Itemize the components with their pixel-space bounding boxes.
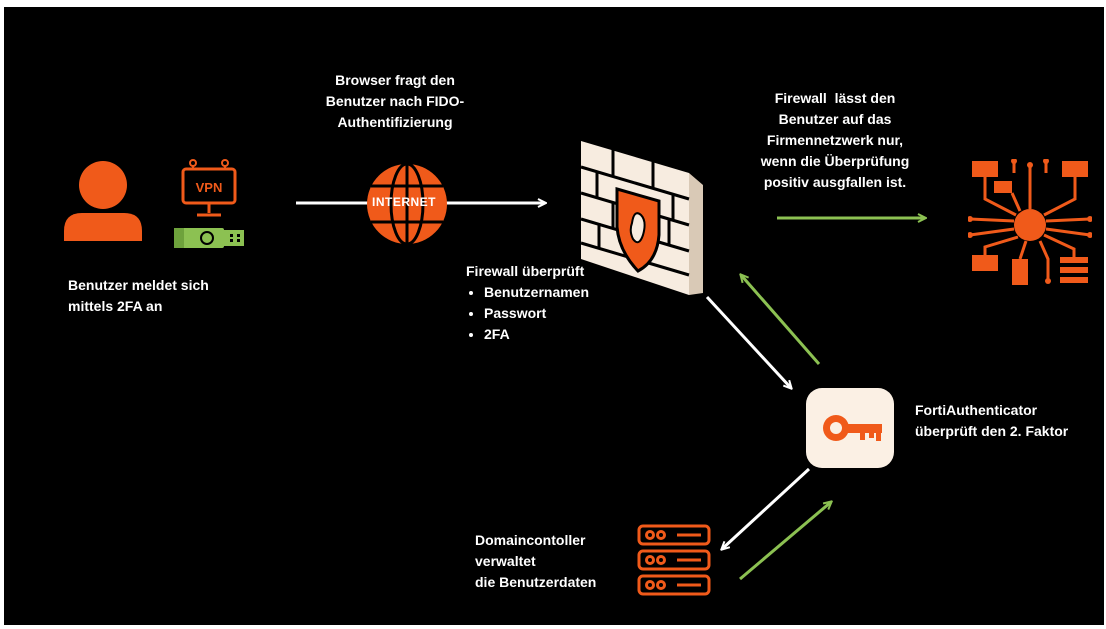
user-node	[60, 157, 146, 241]
user-caption-line-1: Benutzer meldet sich	[68, 277, 209, 293]
firewall-caption-title: Firewall überprüft	[466, 263, 585, 279]
network-caption-line-5: positiv ausgfallen ist.	[763, 174, 907, 190]
dc-caption-line-3: die Benutzerdaten	[475, 574, 597, 590]
person-icon	[64, 161, 142, 241]
server-stack-icon	[637, 524, 711, 596]
internet-caption-line-1: Browser fragt den	[335, 72, 455, 88]
vpn-node: VPN	[179, 159, 239, 221]
company-network-icon	[968, 159, 1092, 285]
authenticator-node	[806, 388, 894, 468]
user-caption: Benutzer meldet sich mittels 2FA an	[68, 275, 209, 317]
network-caption-line-1: Firewall lässt den	[774, 90, 896, 106]
network-caption-line-4: wenn die Überprüfung	[760, 153, 910, 169]
globe-icon	[367, 162, 447, 246]
arrow-authenticator-to-firewall	[741, 275, 821, 365]
internet-label: INTERNET	[372, 195, 436, 209]
internet-caption-line-3: Authentifizierung	[337, 114, 453, 130]
usb-node	[174, 225, 246, 251]
usb-key-icon	[174, 228, 244, 248]
network-caption-line-3: Firmennetzwerk nur,	[766, 132, 904, 148]
domain-controller-node	[637, 524, 711, 596]
dc-caption-line-1: Domaincontoller	[475, 532, 586, 548]
user-caption-line-2: mittels 2FA an	[68, 298, 163, 314]
diagram-canvas: VPN Benutzer meldet sich mittels 2FA an …	[4, 7, 1104, 625]
network-caption-line-2: Benutzer auf das	[778, 111, 892, 127]
vpn-monitor-icon: VPN	[181, 159, 237, 217]
arrow-authenticator-to-dc	[722, 467, 811, 549]
authenticator-caption-line-1: FortiAuthenticator	[915, 402, 1038, 418]
key-icon	[806, 388, 894, 468]
firewall-shield-icon	[580, 141, 703, 295]
network-caption: Firewall lässt den Benutzer auf das Firm…	[742, 88, 928, 193]
arrows-layer	[296, 7, 1104, 581]
authenticator-caption-line-2: überprüft den 2. Faktor	[915, 423, 1069, 439]
dc-caption-line-2: verwaltet	[475, 553, 536, 569]
arrow-dc-to-authenticator	[739, 502, 831, 581]
internet-caption: Browser fragt den Benutzer nach FIDO- Au…	[322, 70, 468, 133]
firewall-node	[577, 137, 709, 297]
arrow-firewall-to-authenticator	[705, 295, 791, 388]
internet-caption-line-2: Benutzer nach FIDO-	[325, 93, 465, 109]
domain-controller-caption: Domaincontoller verwaltet die Benutzerda…	[475, 530, 596, 593]
firewall-check-item: 2FA	[484, 324, 589, 345]
firewall-check-item: Benutzernamen	[484, 282, 589, 303]
firewall-check-list: Benutzernamen Passwort 2FA	[466, 282, 589, 345]
authenticator-caption: FortiAuthenticator überprüft den 2. Fakt…	[915, 400, 1068, 442]
firewall-check-item: Passwort	[484, 303, 589, 324]
network-node	[968, 159, 1092, 287]
vpn-label: VPN	[196, 180, 223, 195]
internet-node	[365, 162, 449, 246]
